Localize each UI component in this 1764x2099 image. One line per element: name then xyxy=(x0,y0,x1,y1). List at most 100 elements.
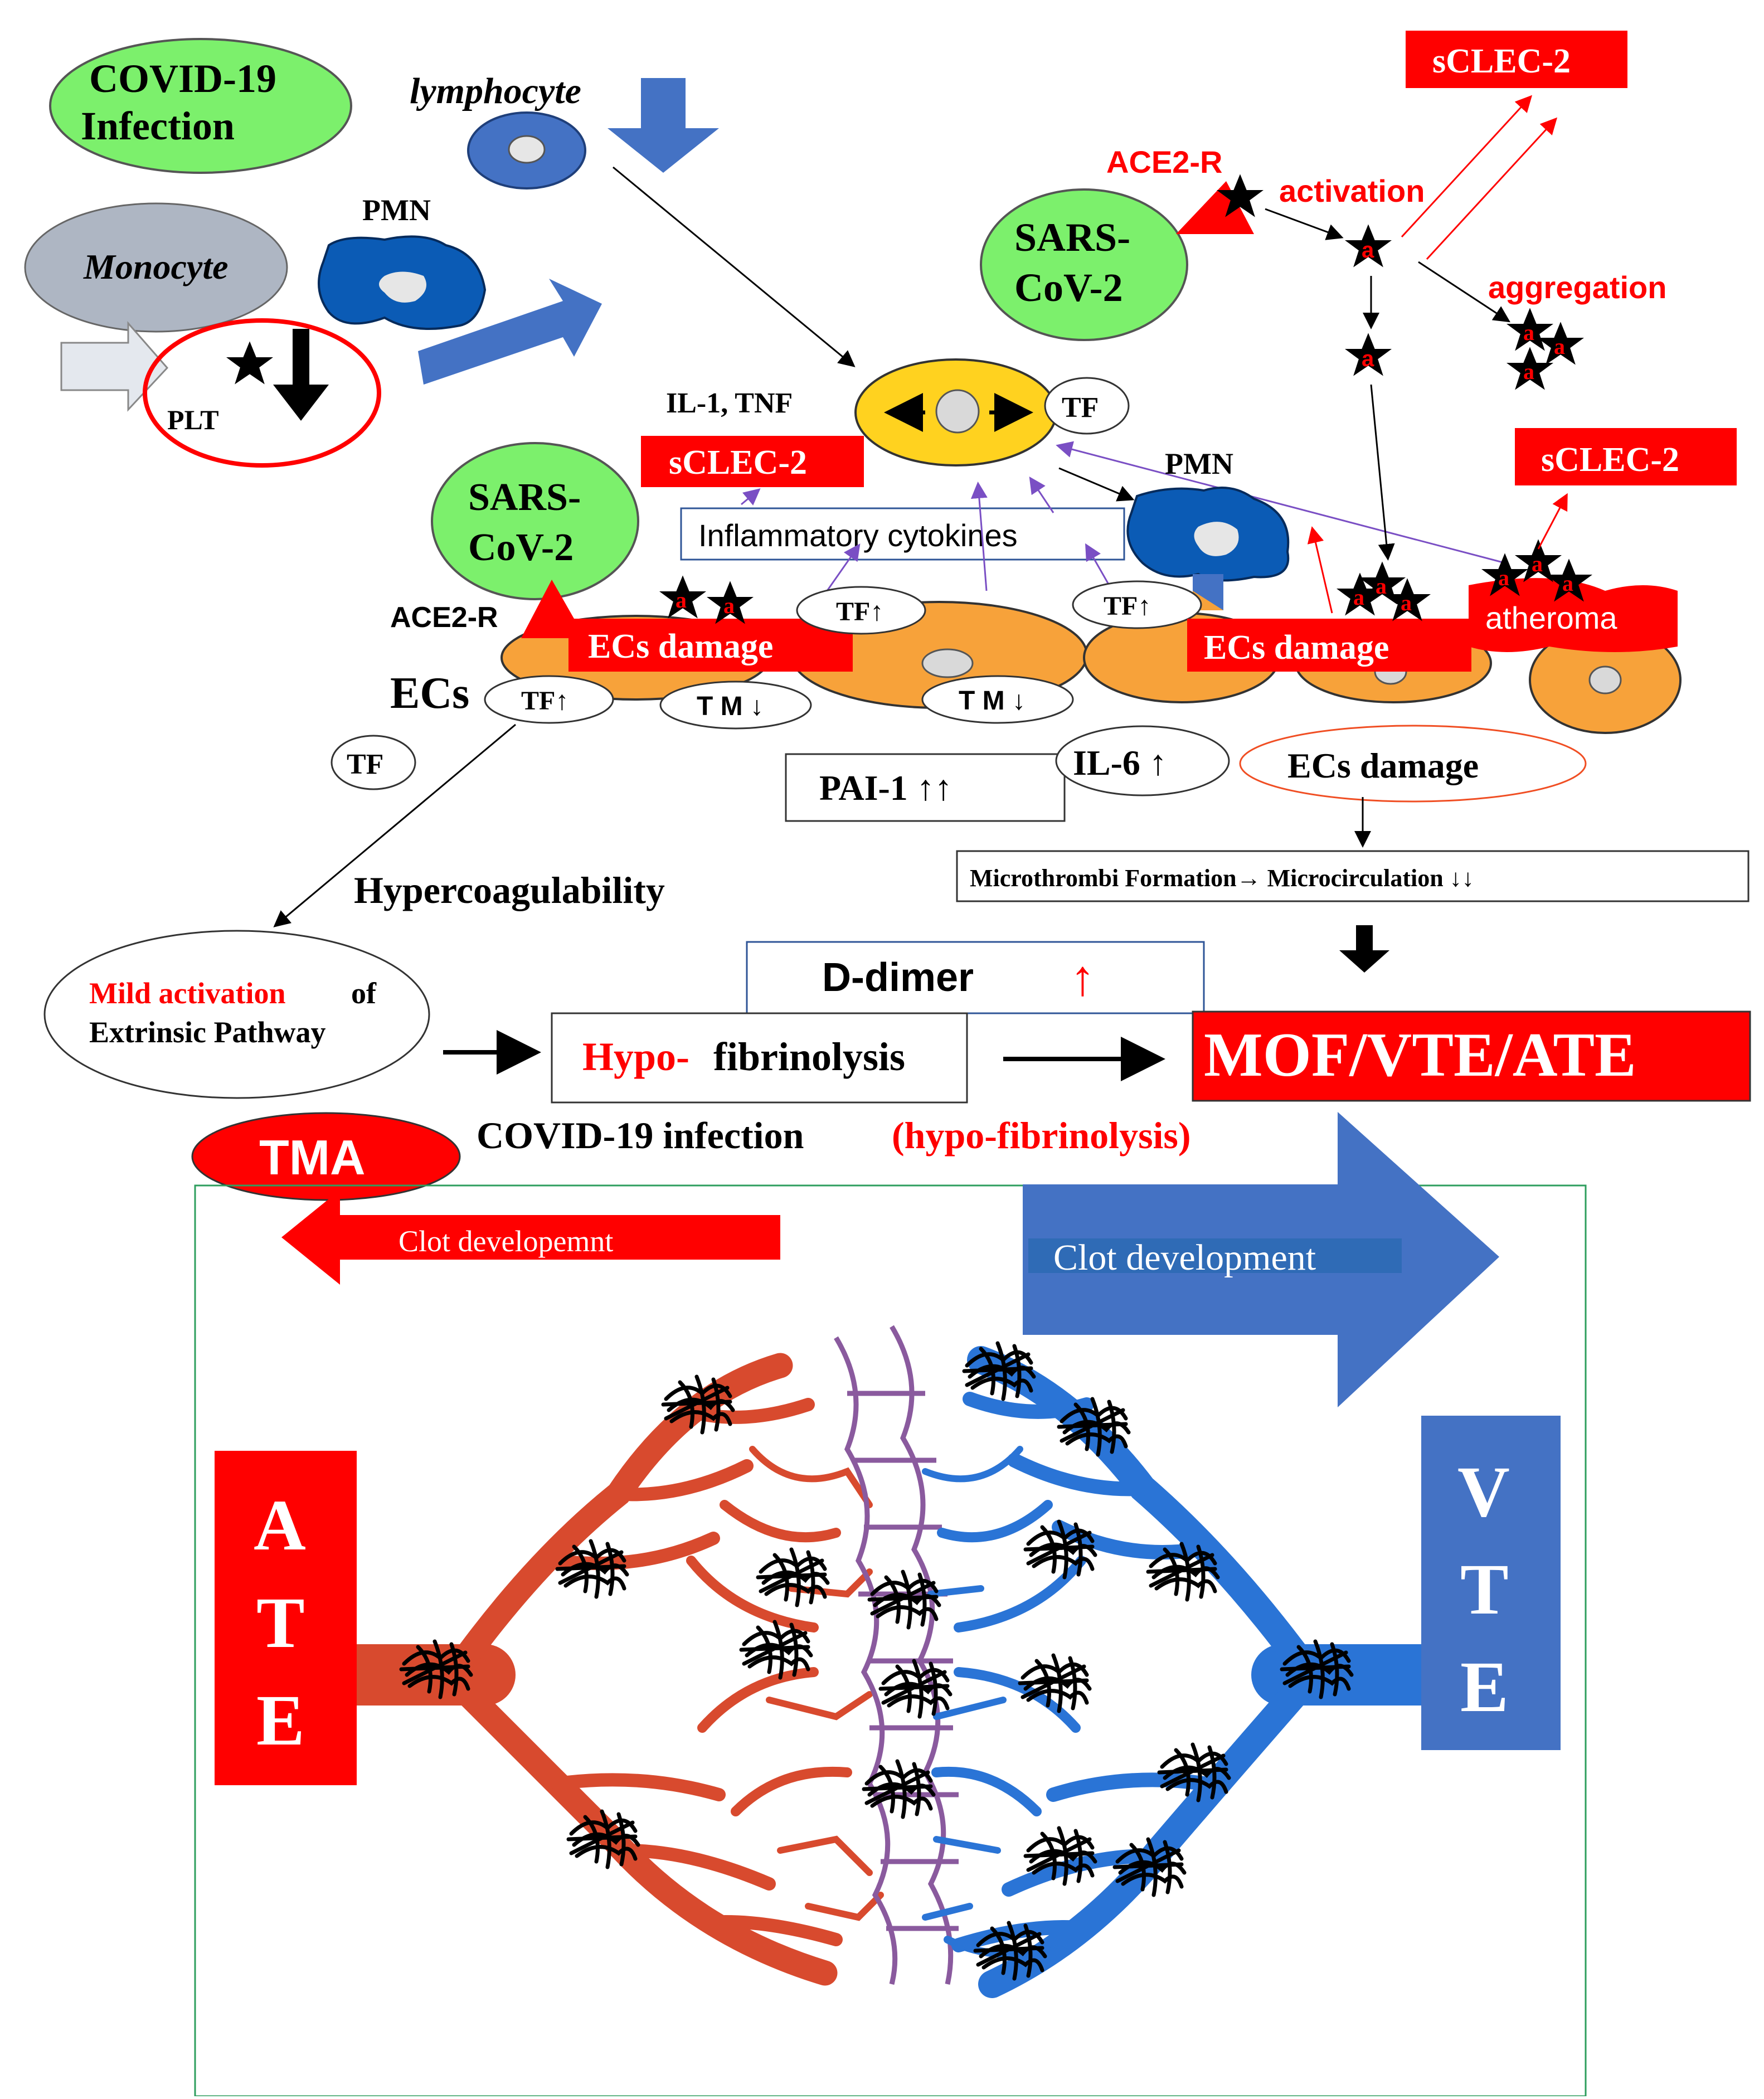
hypercoagulability-label: Hypercoagulability xyxy=(354,869,665,911)
tf-bubble-macrophage: TF xyxy=(1044,377,1130,435)
ate-letter-e: E xyxy=(256,1680,305,1761)
sclec2-right-label: sCLEC-2 xyxy=(1541,441,1679,479)
tma-oval: TMA xyxy=(191,1112,461,1201)
star-letter: a xyxy=(1498,565,1509,590)
clot-dev-blue-label: Clot development xyxy=(1053,1237,1316,1278)
atheroma-plaque: atheroma xyxy=(1469,578,1678,652)
d-dimer-up-arrow: ↑ xyxy=(1070,950,1095,1006)
extrinsic-pathway-oval: Mild activation of Extrinsic Pathway xyxy=(43,930,430,1099)
mild-activation-of-label: of xyxy=(351,976,377,1010)
microthrombi-label: Microthrombi Formation→ Microcirculation… xyxy=(970,864,1474,892)
sars-left-label-1: SARS- xyxy=(468,476,581,519)
sars-cov2-left-bubble: SARS- CoV-2 xyxy=(431,442,639,600)
sclec2-right-box: sCLEC-2 xyxy=(1515,428,1737,485)
plt-label: PLT xyxy=(167,404,219,435)
star-letter: a xyxy=(1532,551,1543,576)
tf-up-label-3: TF↑ xyxy=(521,686,568,716)
il6-label: IL-6 ↑ xyxy=(1073,743,1167,783)
covid-infection-label-1: COVID-19 xyxy=(89,56,276,101)
tf-up-bubble-2: TF↑ xyxy=(1072,580,1202,629)
tm-down-label-1: T M ↓ xyxy=(697,692,764,721)
d-dimer-label: D-dimer xyxy=(822,955,974,1000)
il6-bubble: IL-6 ↑ xyxy=(1055,725,1230,796)
ace2r-left-label: ACE2-R xyxy=(390,601,498,634)
lymphocyte-cell: lymphocyte xyxy=(410,71,586,190)
aggregation-label: aggregation xyxy=(1488,270,1666,305)
activation-arrow xyxy=(1265,208,1344,240)
platelet-circle: PLT xyxy=(143,318,381,468)
hypofibrinolysis-box: Hypo- fibrinolysis xyxy=(551,1012,968,1104)
sars-right-label-2: CoV-2 xyxy=(1014,265,1123,310)
microthrombi-box: Microthrombi Formation→ Microcirculation… xyxy=(956,850,1750,902)
sars-left-label-2: CoV-2 xyxy=(468,526,574,569)
pai1-box: PAI-1 ↑↑ xyxy=(785,753,1066,822)
tf-up-bubble-3: TF↑ xyxy=(484,675,614,724)
capillary-bed xyxy=(834,1325,959,1985)
activation-to-sclec2-arrow-2 xyxy=(1426,117,1558,260)
inflammatory-cytokines-box: Inflammatory cytokines xyxy=(680,507,1125,561)
activated-macrophage xyxy=(854,358,1057,467)
star-letter: a xyxy=(676,587,687,613)
pai1-label: PAI-1 ↑↑ xyxy=(819,768,953,808)
star-letter: a xyxy=(723,593,735,618)
ace2r-right-receptor xyxy=(1176,181,1254,234)
ate-letter-a: A xyxy=(254,1485,306,1566)
ace2r-right-label: ACE2-R xyxy=(1106,144,1222,179)
pmn-right-label: PMN xyxy=(1165,447,1233,480)
tf-up-label-1: TF↑ xyxy=(836,597,883,626)
aggregation-arrow xyxy=(1418,261,1511,323)
tf-lone-label: TF xyxy=(347,749,383,780)
star-letter: a xyxy=(1554,334,1565,359)
macrophage-to-pmn-arrow xyxy=(1058,467,1135,502)
atheroma-label: atheroma xyxy=(1485,600,1617,635)
vte-letter-v: V xyxy=(1457,1452,1510,1532)
pmn-top-cell: PMN xyxy=(318,193,487,330)
sclec2-center-box: sCLEC-2 xyxy=(641,436,864,487)
sclec2-top-box: sCLEC-2 xyxy=(1406,31,1627,88)
activation-label: activation xyxy=(1279,173,1425,208)
tf-up-bubble-1: TF↑ xyxy=(796,586,926,635)
atheroma-to-sclec2-arrow xyxy=(1537,493,1568,550)
star-letter: a xyxy=(1523,320,1534,345)
ecs-damage-right-box: ECs damage xyxy=(1187,619,1471,672)
aggregated-platelets xyxy=(1508,309,1583,389)
ecs-damage-left-box: ECs damage xyxy=(568,619,853,672)
tf-macrophage-label: TF xyxy=(1062,392,1099,424)
covid-infection-bubble: COVID-19 Infection xyxy=(49,38,352,174)
vte-letter-e: E xyxy=(1460,1647,1509,1727)
ecs-damage-to-pmn-arrow xyxy=(1307,526,1333,614)
mof-label: MOF/VTE/ATE xyxy=(1204,1021,1636,1090)
tm-down-bubble-1: T M ↓ xyxy=(659,681,812,730)
monocyte-cell: Monocyte xyxy=(24,202,288,333)
clot-dev-red-arrow xyxy=(281,1190,780,1285)
sclec2-top-label: sCLEC-2 xyxy=(1432,42,1571,80)
tf-to-extrinsic-arrow xyxy=(273,723,516,927)
star-letter: a xyxy=(1362,238,1374,263)
platelet-to-endothelium-arrow xyxy=(1370,384,1395,561)
activation-to-sclec2-arrow-1 xyxy=(1401,95,1533,238)
pmn-right-cell: PMN xyxy=(1126,447,1290,610)
ecs-damage-oval-label: ECs damage xyxy=(1287,746,1479,785)
star-letter: a xyxy=(1523,359,1534,384)
d-dimer-box: D-dimer ↑ xyxy=(746,941,1205,1014)
monocyte-label: Monocyte xyxy=(83,247,229,286)
fibrinolysis-label: fibrinolysis xyxy=(713,1034,905,1079)
mild-activation-label: Mild activation xyxy=(89,976,285,1010)
ecs-damage-left-label: ECs damage xyxy=(588,628,773,665)
lymphocyte-label: lymphocyte xyxy=(410,71,581,111)
clot-dev-red-label: Clot developemnt xyxy=(399,1225,613,1258)
mof-box: MOF/VTE/ATE xyxy=(1192,1010,1751,1102)
tm-down-bubble-2: T M ↓ xyxy=(921,675,1074,724)
vte-box: V T E xyxy=(1421,1416,1561,1750)
star-letter: a xyxy=(1362,347,1374,371)
lymphocyte-to-macrophage-arrow xyxy=(613,166,856,367)
star-letter: a xyxy=(1353,585,1364,610)
sars-right-label-1: SARS- xyxy=(1014,215,1130,260)
star-letter: a xyxy=(1376,574,1387,599)
sclec2-center-label: sCLEC-2 xyxy=(669,444,807,482)
il1-tnf-label: IL-1, TNF xyxy=(666,387,793,419)
tma-label: TMA xyxy=(259,1130,366,1185)
star-letter: a xyxy=(1401,590,1412,615)
